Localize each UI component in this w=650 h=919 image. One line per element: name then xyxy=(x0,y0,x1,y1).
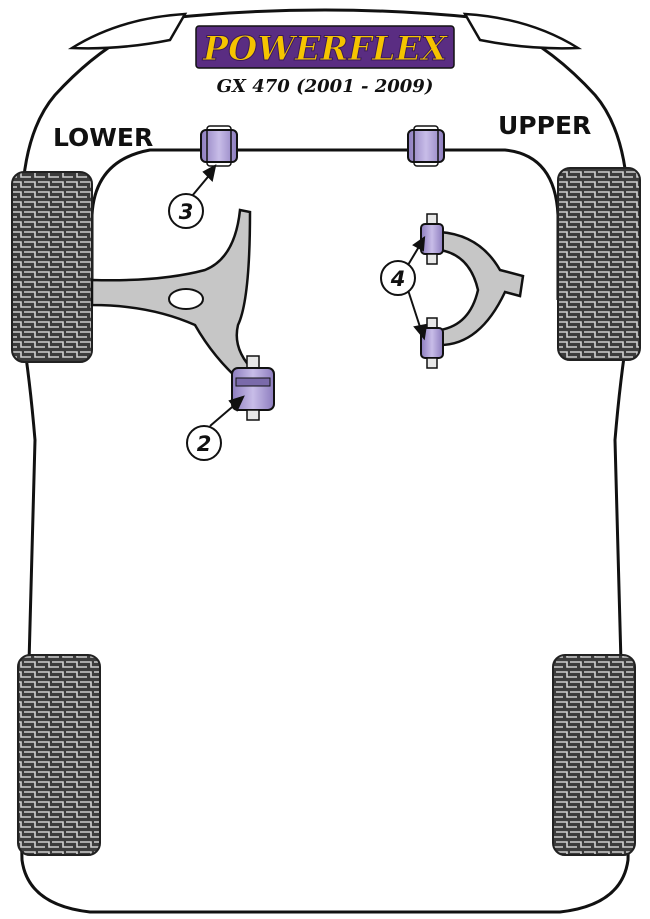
callout-number-3: 3 xyxy=(179,200,194,224)
subframe-outline xyxy=(90,148,560,300)
bushing-subframe-left xyxy=(200,125,238,167)
rear-left-tyre xyxy=(17,654,101,856)
callout-number-2: 2 xyxy=(197,432,212,456)
rear-right-tyre xyxy=(552,654,636,856)
front-left-tyre xyxy=(11,171,93,363)
left-headlight-outline xyxy=(67,12,188,50)
callout-arrows xyxy=(191,164,428,427)
front-right-tyre xyxy=(557,167,641,361)
callout-circle-3 xyxy=(168,193,204,229)
logo-brand-text: POWERFLEX xyxy=(202,29,449,69)
powerflex-logo: POWERFLEX xyxy=(195,25,455,70)
right-headlight-outline xyxy=(462,12,583,50)
lower-label: LOWER xyxy=(53,123,153,152)
callout-number-4: 4 xyxy=(390,267,406,291)
callout-circle-2 xyxy=(186,425,222,461)
callout-circle-4 xyxy=(380,260,416,296)
bushing-subframe-right xyxy=(407,125,445,167)
upper-control-arm xyxy=(438,230,525,347)
logo-model-text: GX 470 (2001 - 2009) xyxy=(217,76,434,97)
lower-arm-hole xyxy=(168,288,204,310)
bushing-upper-arm-front xyxy=(420,213,444,265)
bushing-upper-arm-rear xyxy=(420,317,444,369)
upper-label: UPPER xyxy=(498,111,591,140)
